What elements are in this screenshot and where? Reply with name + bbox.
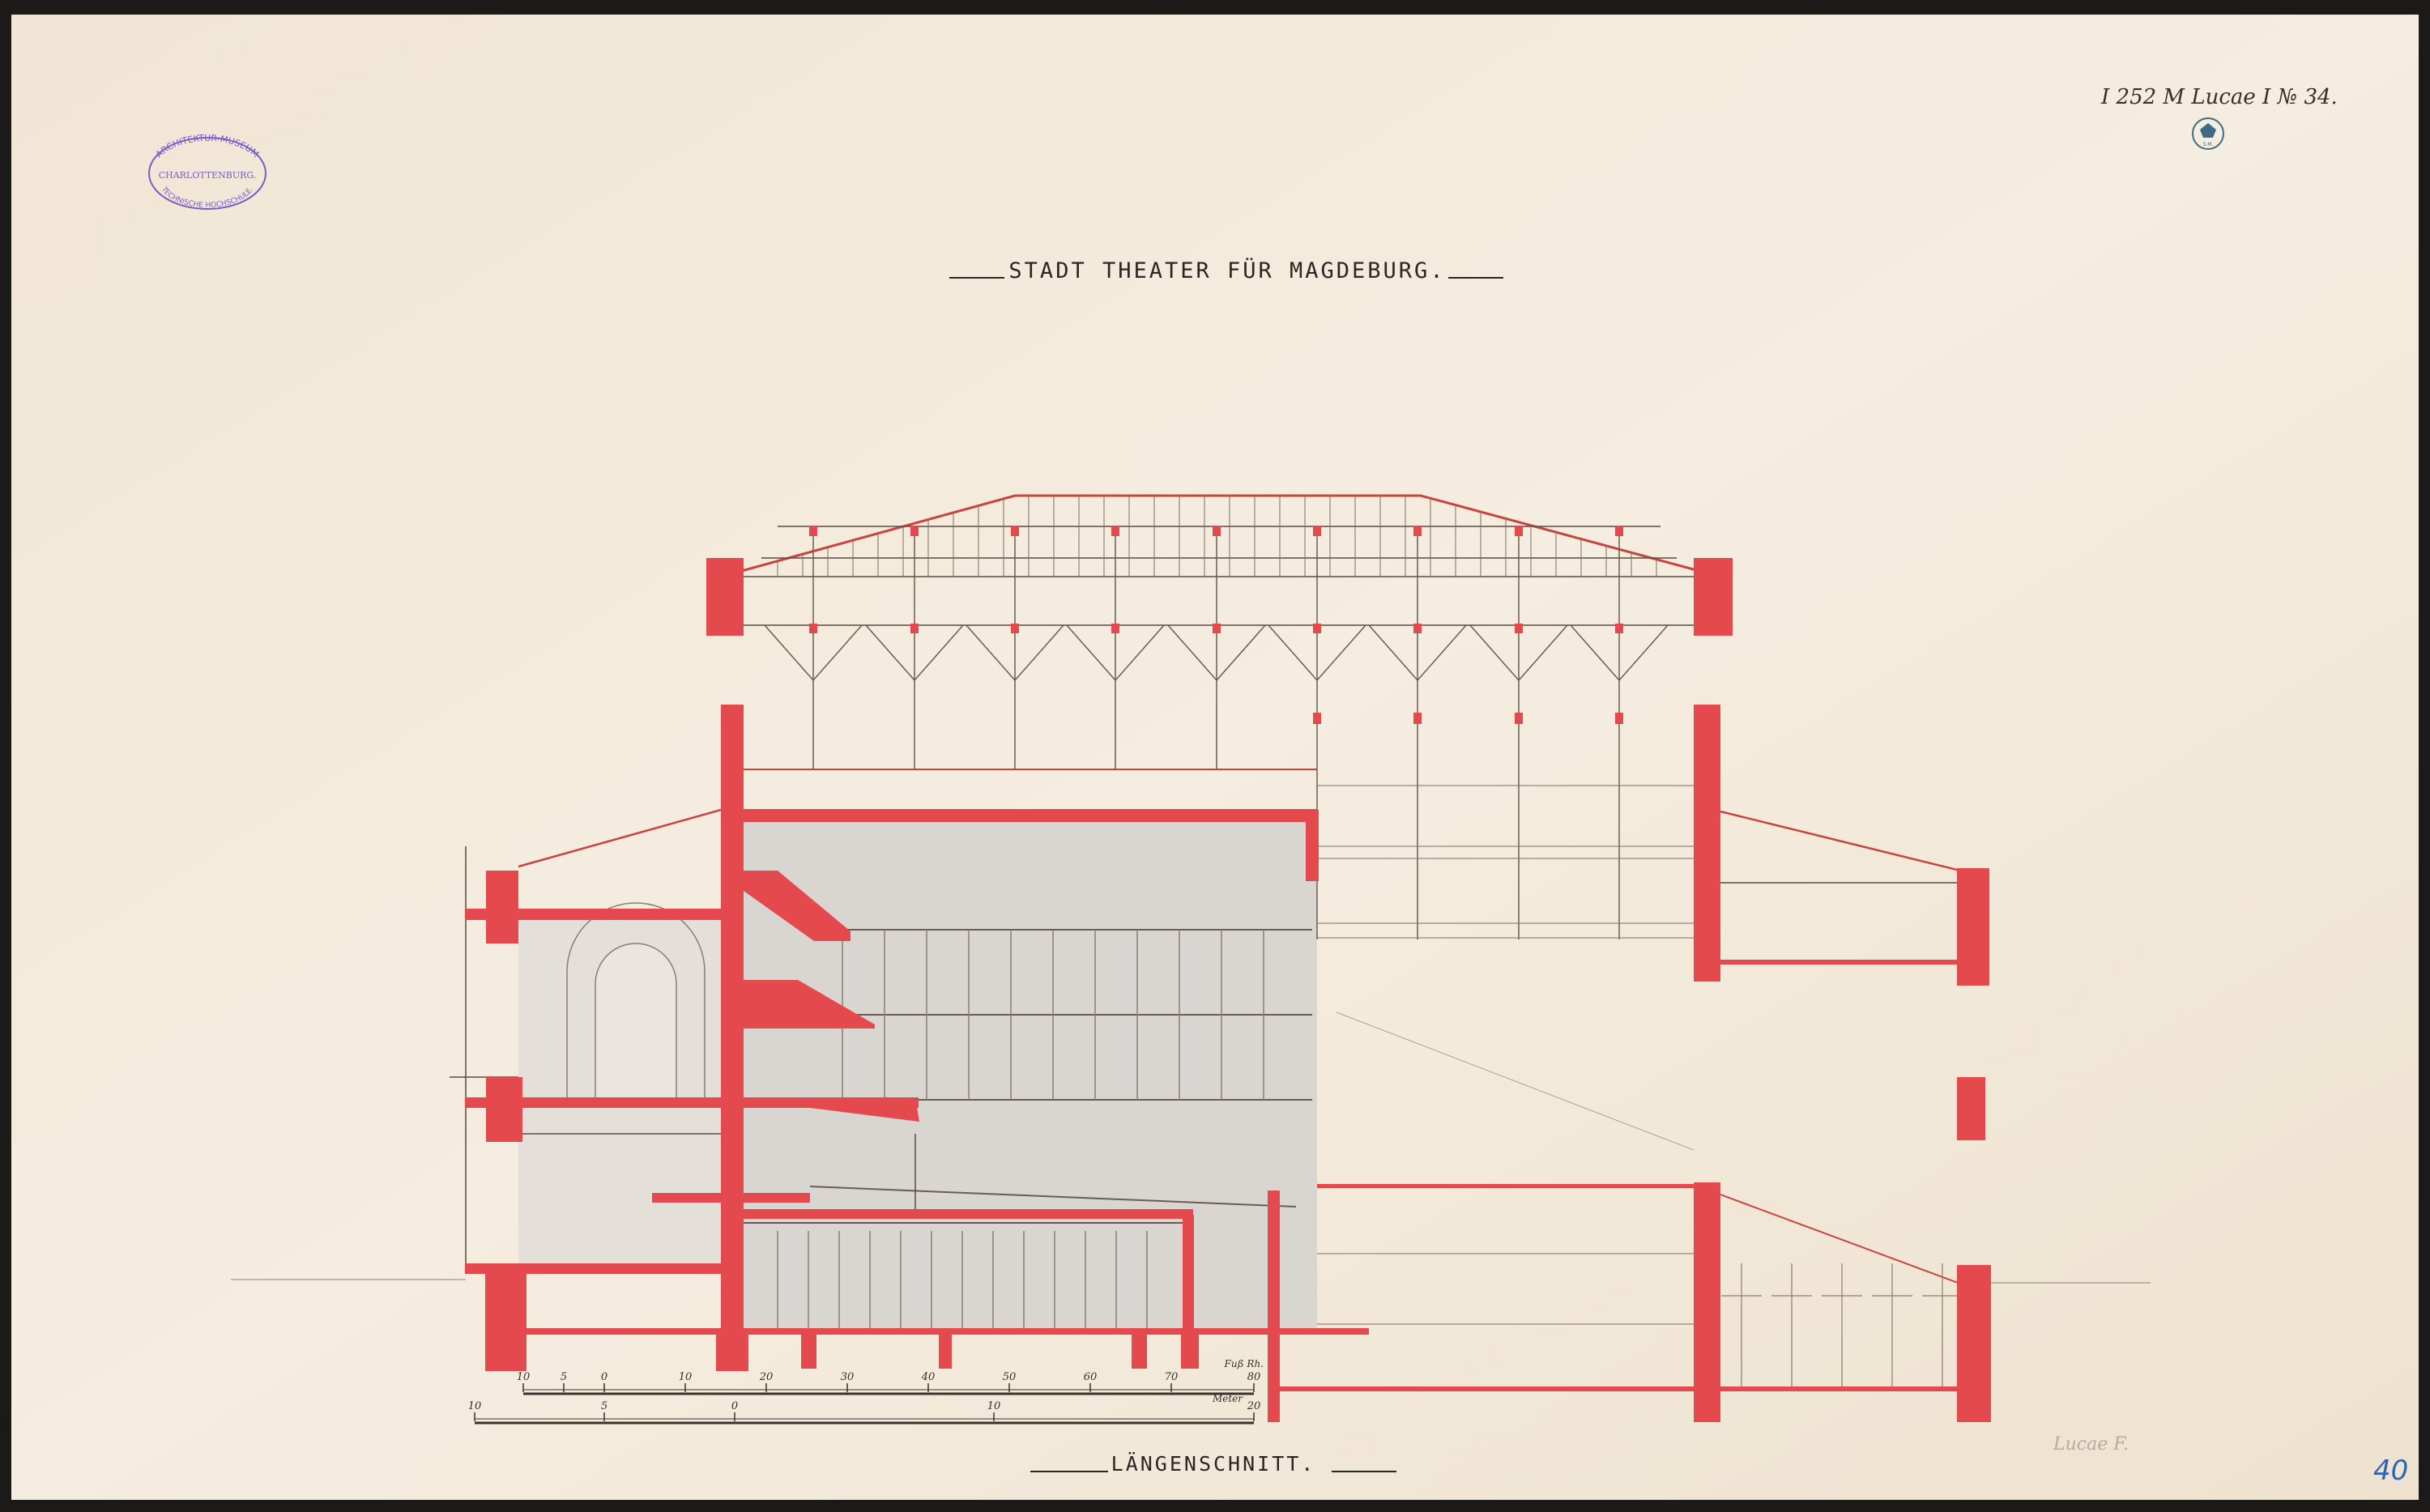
beam-cut [1413, 624, 1422, 633]
brace [1167, 624, 1217, 681]
stamp-middle-text: CHARLOTTENBURG. [159, 170, 257, 181]
title-block: STADT THEATER FÜR MAGDEBURG. [949, 258, 1503, 283]
brace [1216, 624, 1266, 681]
scale-label: 10 [517, 1371, 531, 1383]
beam-cut [1413, 713, 1422, 724]
beam-cut [1313, 713, 1321, 724]
beam-cut [1011, 624, 1019, 633]
beam-cut [1615, 713, 1623, 724]
scale-label: 30 [841, 1371, 855, 1383]
eagle-seal-icon: S.M. [2192, 117, 2224, 150]
scale-label: 20 [759, 1371, 774, 1383]
cut-walls [465, 526, 1991, 1422]
brace [812, 624, 863, 681]
brace [966, 624, 1016, 681]
scale-label: 5 [601, 1400, 608, 1412]
beam-cut [1615, 526, 1623, 536]
brace [865, 624, 915, 681]
drawing-subtitle: LÄNGENSCHNITT. [1111, 1452, 1316, 1476]
beam-cut [1111, 624, 1119, 633]
longitudinal-section [231, 494, 2151, 1386]
beam-cut [1213, 624, 1221, 633]
subtitle-block: LÄNGENSCHNITT. [1030, 1452, 1396, 1476]
brace [1066, 624, 1116, 681]
brace [1014, 624, 1064, 681]
brace [1316, 624, 1366, 681]
scale-label: 80 [1247, 1371, 1261, 1383]
beam-cut [1515, 624, 1523, 633]
scale-label: 40 [921, 1371, 936, 1383]
beam-cut [910, 526, 919, 536]
scale-label: 0 [731, 1400, 738, 1412]
scale-label: 5 [561, 1371, 567, 1383]
beam-cut [809, 624, 817, 633]
beam-cut [809, 526, 817, 536]
drawing-title: STADT THEATER FÜR MAGDEBURG. [1008, 258, 1445, 283]
beam-cut [1111, 526, 1119, 536]
brace [1570, 624, 1620, 681]
scale-label: 70 [1165, 1371, 1179, 1383]
scale-label: 0 [601, 1371, 608, 1383]
beam-cut [1011, 526, 1019, 536]
brace [914, 624, 964, 681]
beam-cut [1515, 713, 1523, 724]
brace [1618, 624, 1669, 681]
scale-unit-feet: Fuß Rh. [1224, 1358, 1264, 1369]
scale-unit-meter: Meter [1212, 1393, 1243, 1404]
brace [764, 624, 814, 681]
sheet-number: 40 [2373, 1455, 2408, 1487]
beam-cut [1515, 526, 1523, 536]
brace [1368, 624, 1418, 681]
beam-cut [1213, 526, 1221, 536]
scale-bar-meter: 10 5 0 10 20 Meter [468, 1393, 1261, 1425]
brace [1417, 624, 1467, 681]
seal-letters: S.M. [2203, 142, 2214, 147]
scale-label: 60 [1084, 1371, 1098, 1383]
inventory-note: I 252 M Lucae I № 34. [2100, 85, 2338, 109]
beam-cut [1413, 526, 1422, 536]
beam-cut [1313, 526, 1321, 536]
scale-label: 50 [1003, 1371, 1017, 1383]
brace [1469, 624, 1520, 681]
beam-cut [910, 624, 919, 633]
scale-label: 10 [987, 1400, 1001, 1412]
brace [1518, 624, 1568, 681]
scale-label: 10 [468, 1400, 482, 1412]
scale-label: 20 [1247, 1400, 1261, 1412]
auditorium-interior [744, 822, 1317, 1332]
brace [1268, 624, 1318, 681]
pencil-note: Lucae F. [2053, 1434, 2129, 1455]
beam-cut [1615, 624, 1623, 633]
beam-cut [1313, 624, 1321, 633]
brace [1115, 624, 1165, 681]
scale-label: 10 [679, 1371, 693, 1383]
